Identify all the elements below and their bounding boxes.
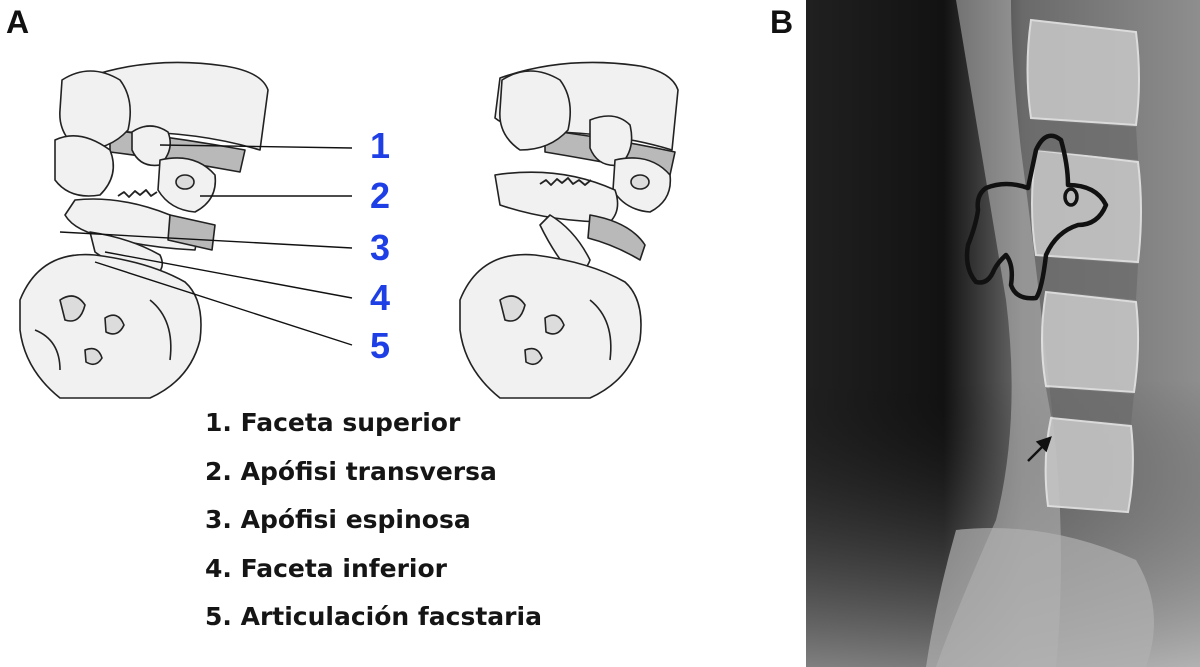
- callout-line-3: [59, 231, 353, 249]
- lateral-lumbar-xray: [806, 0, 1200, 667]
- legend: 1. Faceta superior 2. Apófisi transversa…: [205, 402, 542, 645]
- arrow-icon: [1027, 436, 1052, 462]
- legend-item-5: 5. Articulación facstaria: [205, 602, 542, 631]
- scottie-dog-outline: [964, 133, 1109, 301]
- legend-item-1: 1. Faceta superior: [205, 408, 461, 437]
- legend-item-3: 3. Apófisi espinosa: [205, 505, 471, 534]
- superior-facet: [131, 125, 171, 167]
- legend-item-4: 4. Faceta inferior: [205, 553, 447, 583]
- vertebra-illustration-labeled: [19, 61, 353, 399]
- scottie-dog-eye: [1063, 187, 1079, 207]
- vertebral-body-3: [1041, 290, 1140, 394]
- fracture-line: [117, 189, 158, 198]
- callout-number-1: 1: [370, 125, 391, 166]
- panel-b-label: B: [770, 4, 794, 40]
- callout-number-5: 5: [370, 325, 391, 366]
- vertebral-body-1: [1026, 18, 1140, 127]
- callout-number-4: 4: [370, 277, 391, 318]
- callout-line-1: [159, 144, 353, 149]
- panel-a-label: A: [6, 4, 30, 40]
- legend-item-2: 2. Apófisi transversa: [205, 456, 497, 486]
- callout-line-5: [94, 261, 353, 346]
- vertebra-illustration-unlabeled: [459, 61, 679, 399]
- callout-number-3: 3: [370, 227, 391, 268]
- vertebral-body-2: [1031, 148, 1142, 264]
- callout-line-4: [104, 251, 353, 299]
- vertebral-body-4: [1044, 416, 1134, 514]
- intervertebral-disc-lower: [167, 214, 216, 251]
- callout-number-2: 2: [370, 175, 391, 216]
